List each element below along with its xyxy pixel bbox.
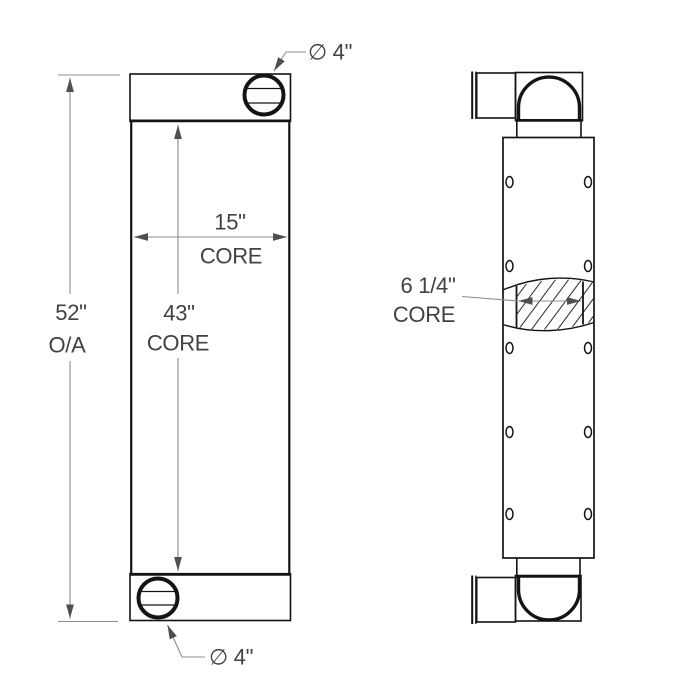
leader-line	[166, 624, 205, 658]
side-body	[502, 136, 595, 559]
mounting-hole	[505, 175, 514, 189]
core-depth-dimension: 6 1/4" CORE	[393, 273, 581, 327]
hatch-line	[516, 279, 547, 330]
mounting-hole	[505, 259, 514, 273]
top-port-leader: ∅ 4"	[273, 40, 352, 72]
bottom-port-leader: ∅ 4"	[166, 624, 253, 670]
core-depth-qualifier: CORE	[393, 302, 455, 327]
core-height-value: 43"	[163, 301, 194, 326]
bottom-port-diameter-label: ∅ 4"	[209, 645, 253, 670]
leader-line	[273, 51, 306, 72]
top-outlet-tube	[475, 72, 517, 119]
side-bottom-tank	[514, 574, 582, 622]
mounting-hole	[583, 259, 593, 273]
hatch-line	[516, 279, 521, 330]
core-width-value: 15"	[214, 210, 245, 235]
mounting-hole	[505, 425, 514, 439]
overall-height-qualifier: O/A	[49, 333, 87, 358]
hatch-line	[571, 279, 594, 330]
front-bottom-port	[136, 576, 180, 620]
break-curve-top	[502, 277, 595, 291]
core-depth-value: 6 1/4"	[401, 273, 456, 298]
core-height-dimension: 43" CORE	[147, 125, 209, 571]
hatch-line	[516, 279, 534, 330]
mounting-hole	[583, 507, 593, 521]
mounting-hole	[505, 507, 514, 521]
hatch-line	[545, 279, 594, 330]
front-top-port	[242, 73, 286, 117]
front-view	[129, 73, 292, 622]
mounting-hole	[583, 341, 593, 355]
hatch-line	[584, 279, 594, 330]
overall-height-dimension: 52" O/A	[49, 74, 120, 623]
core-width-qualifier: CORE	[200, 244, 262, 269]
hatch-line	[558, 279, 594, 330]
broken-section	[502, 277, 595, 332]
core-width-dimension: 15" CORE	[134, 210, 287, 269]
side-bottom-fitting	[471, 574, 582, 624]
hatch-line	[532, 279, 586, 330]
mounting-hole	[583, 175, 593, 189]
hatch-lines	[516, 279, 594, 330]
mounting-holes	[505, 175, 593, 521]
leader-line	[461, 295, 519, 302]
side-top-tank	[514, 71, 584, 122]
side-top-fitting	[471, 71, 584, 122]
front-bottom-tank	[129, 573, 292, 622]
top-elbow-dome	[516, 75, 582, 120]
top-port-diameter-label: ∅ 4"	[308, 40, 352, 65]
core-height-qualifier: CORE	[147, 331, 209, 356]
side-view	[471, 71, 595, 624]
hatch-line	[516, 279, 560, 330]
bottom-elbow-dome	[516, 577, 582, 622]
break-curve-bottom	[502, 321, 595, 332]
top-port-circle	[242, 73, 286, 117]
bottom-outlet-tube	[475, 576, 517, 623]
overall-height-value: 52"	[55, 300, 86, 325]
hatch-line	[519, 279, 573, 330]
mounting-hole	[505, 341, 514, 355]
bottom-port-circle	[136, 576, 180, 620]
mounting-hole	[583, 425, 593, 439]
